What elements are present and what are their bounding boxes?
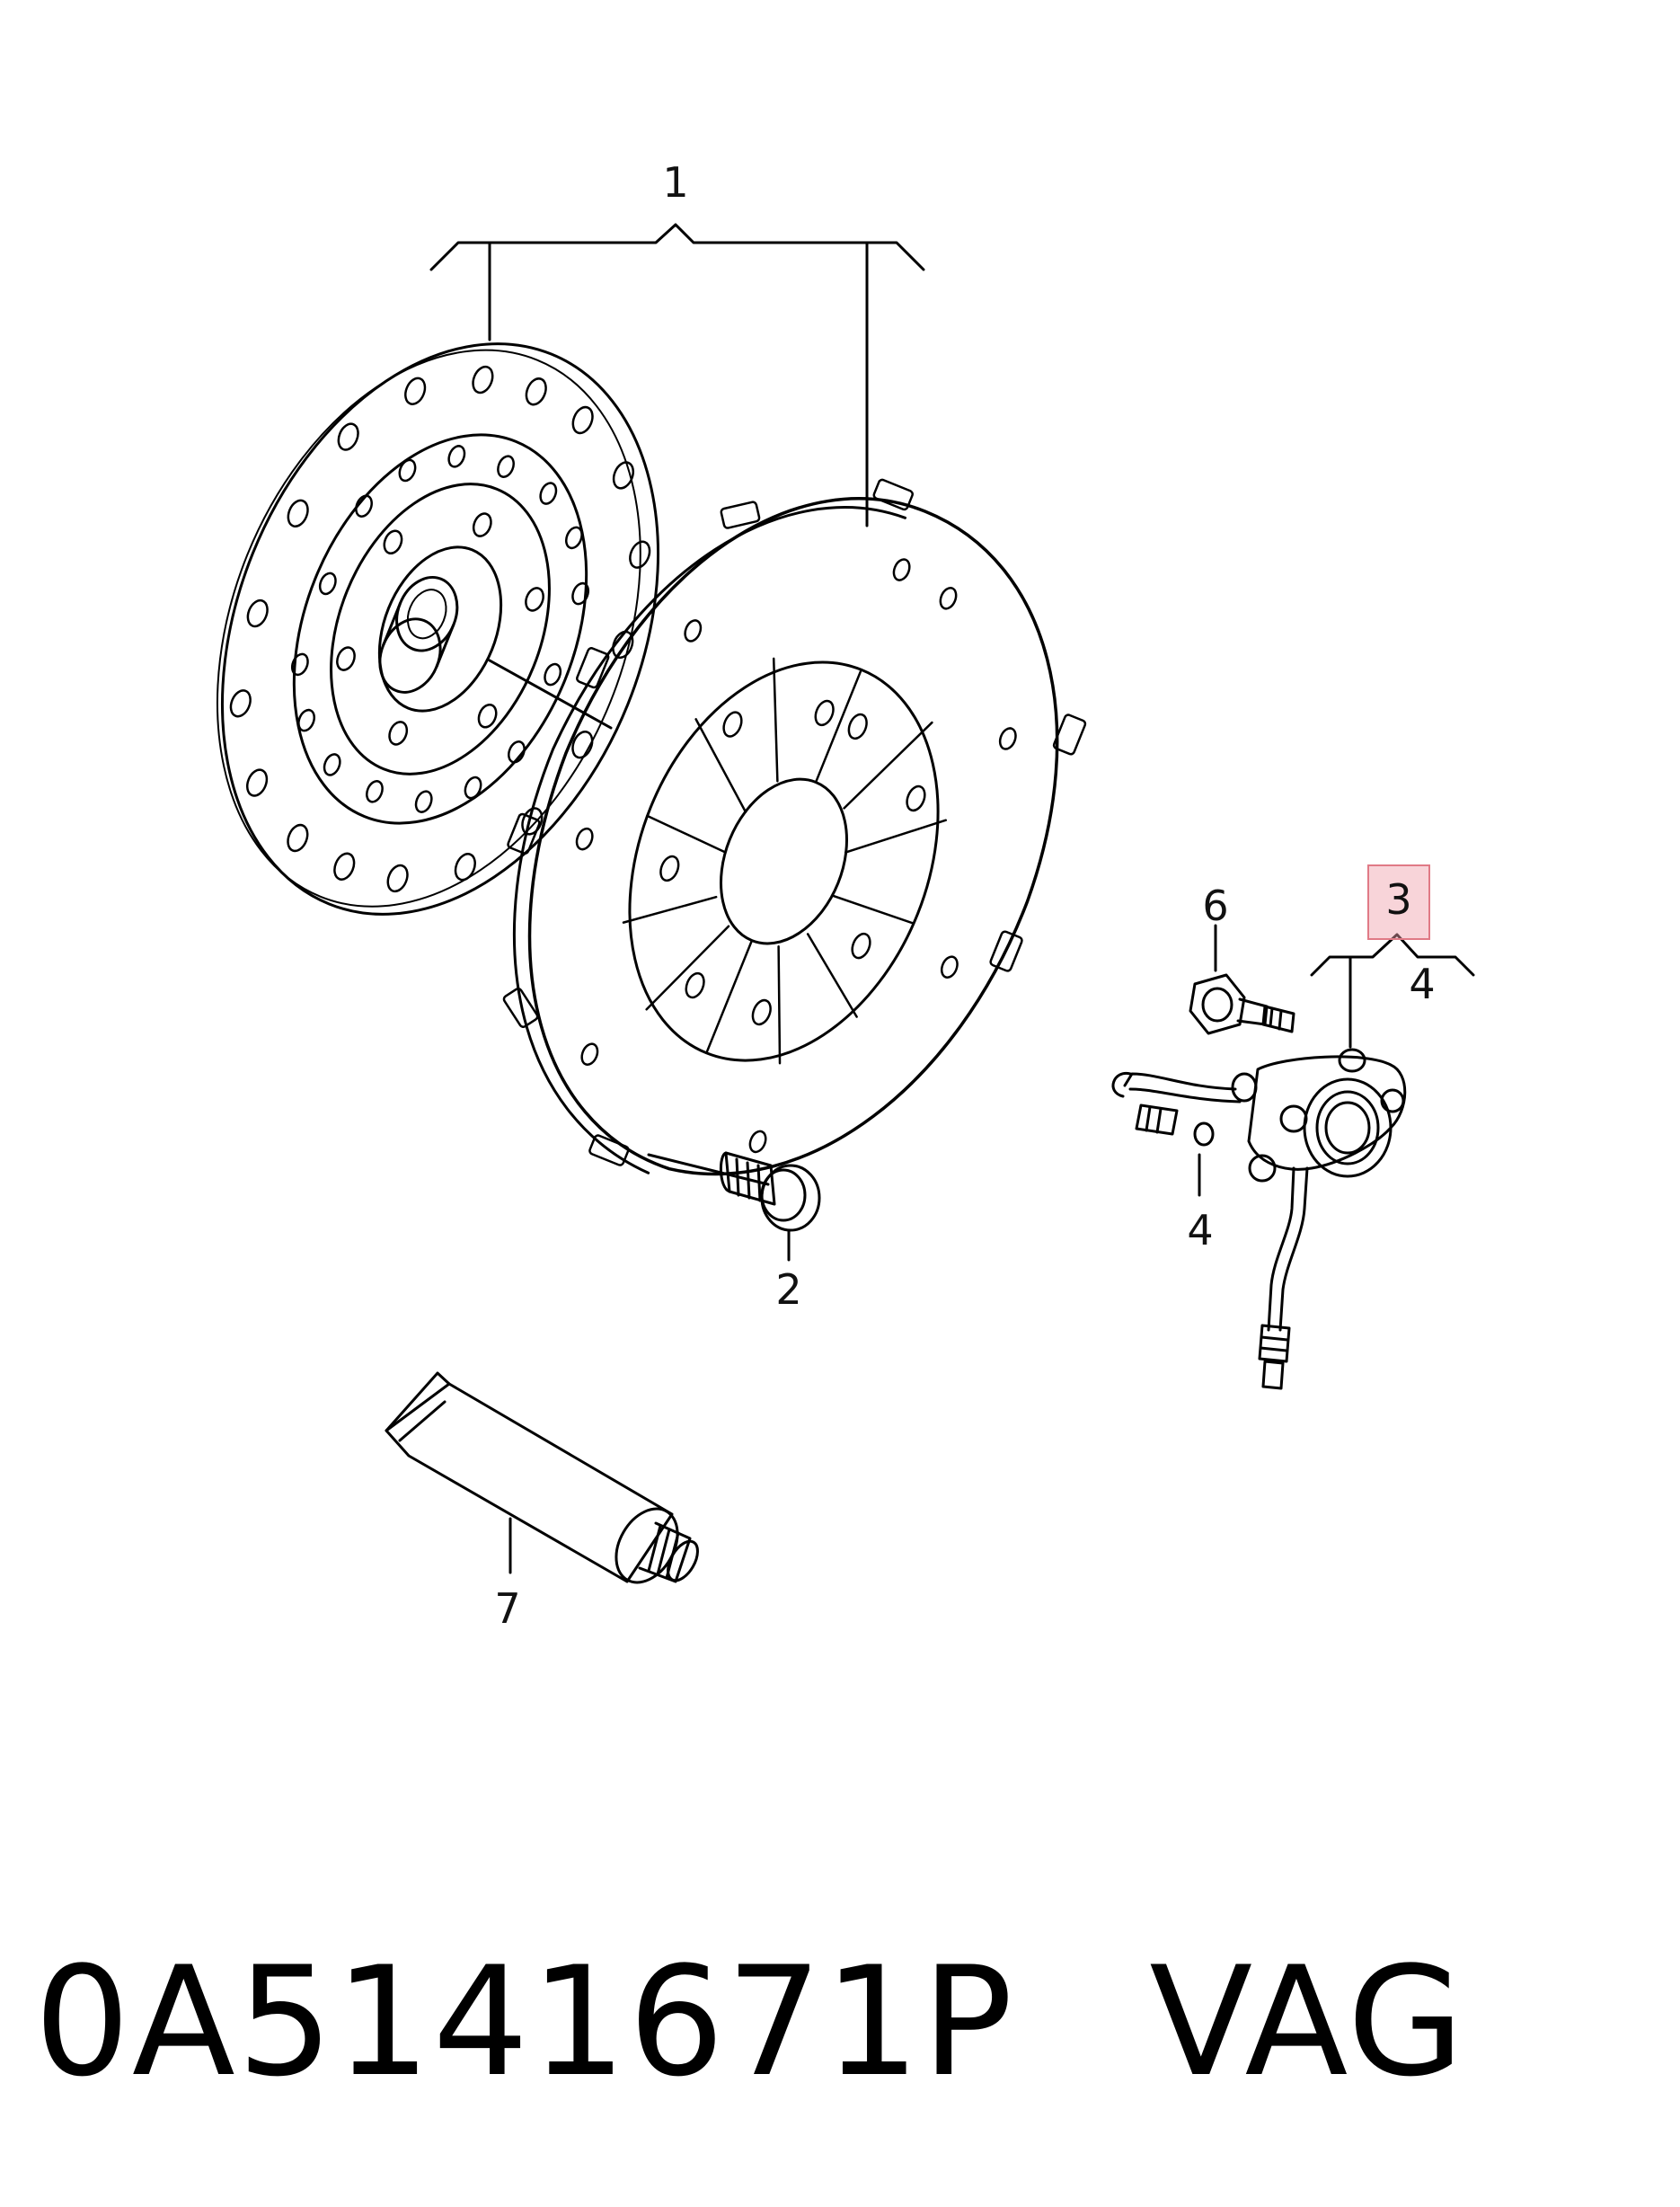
part-number: 0A5141671P <box>34 1934 1015 2110</box>
exploded-parts-diagram <box>216 223 1475 1584</box>
callout-4-top[interactable]: 4 <box>1409 960 1436 1008</box>
bracket-item-3 <box>1310 933 1475 1049</box>
bolt-item-6 <box>1189 924 1295 1035</box>
callout-1[interactable]: 1 <box>662 158 689 207</box>
slave-cylinder-item-3 <box>1111 1048 1407 1390</box>
callout-2[interactable]: 2 <box>775 1265 802 1314</box>
disc-axis-line <box>488 659 613 730</box>
brand-name: VAG <box>1149 1934 1466 2110</box>
bracket-item-1 <box>429 223 925 527</box>
bolt-item-2 <box>647 1151 821 1262</box>
callout-3[interactable]: 3 <box>1385 875 1412 924</box>
clutch-disc <box>216 342 659 916</box>
part-number-caption: 0A5141671P VAG <box>34 1932 1651 2112</box>
grease-tube-item-7 <box>385 1371 699 1584</box>
pressure-plate <box>502 478 1087 1176</box>
callout-6[interactable]: 6 <box>1202 882 1229 930</box>
callout-3-highlight <box>1367 864 1430 940</box>
callout-4-bottom[interactable]: 4 <box>1187 1206 1214 1254</box>
callout-7[interactable]: 7 <box>494 1584 521 1633</box>
